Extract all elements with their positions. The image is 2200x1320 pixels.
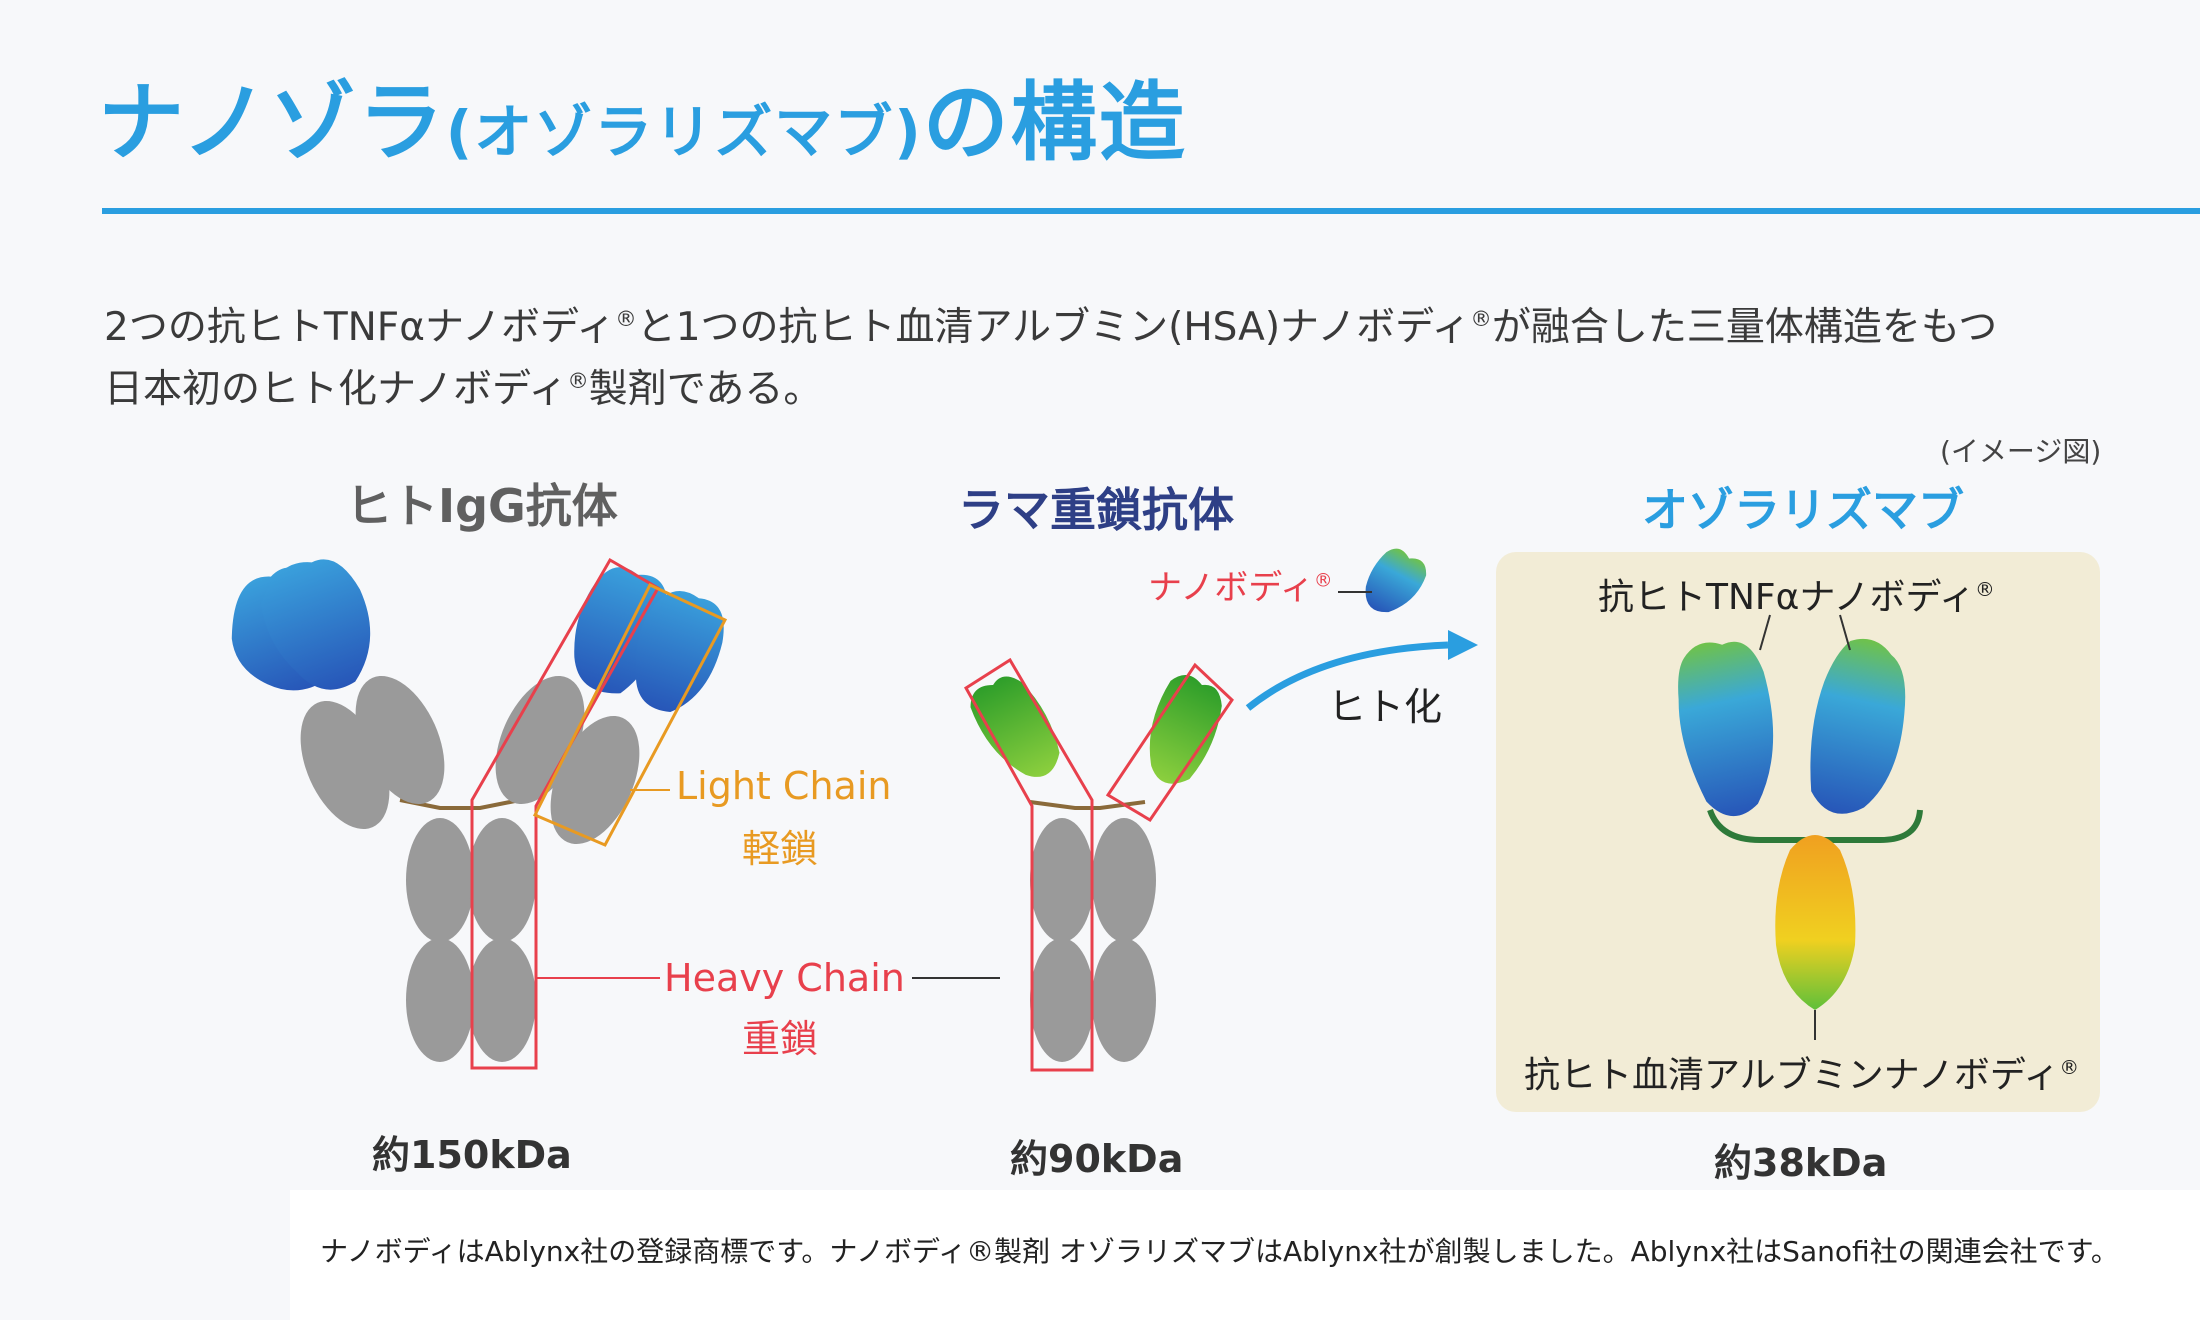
- llama-fc-right-upper: [1092, 818, 1156, 942]
- light-chain-label-ja: 軽鎖: [742, 827, 819, 871]
- heavy-chain-label-ja: 重鎖: [742, 1017, 819, 1061]
- igg-fc-right-upper: [468, 818, 536, 942]
- anti-tnf-nanobody-right: [1810, 638, 1906, 814]
- nanobody-callout: [1245, 548, 1478, 711]
- trademark-footnote: ナノボディはAblynx社の登録商標です。ナノボディ®製剤 オゾラリズマブはAb…: [320, 1235, 2119, 1268]
- anti-hsa-nanobody: [1775, 835, 1856, 1010]
- llama-fc-right-lower: [1092, 938, 1156, 1062]
- humanization-label: ヒト化: [1328, 685, 1443, 729]
- igg-left-heavy-variable: [261, 559, 371, 690]
- image-note: (イメージ図): [1940, 435, 2102, 468]
- igg-fc-left-lower: [406, 938, 474, 1062]
- ozoralizumab-molecular-weight: 約38kDa: [1714, 1141, 1888, 1185]
- nanobody-icon: [1365, 548, 1427, 613]
- human-igg-antibody: [231, 557, 1000, 1070]
- humanization-arrow-head: [1448, 630, 1478, 660]
- title-rule: [102, 208, 2200, 214]
- title-paren: (オゾラリズマブ): [445, 98, 923, 166]
- llama-heavy-chain-outline: [963, 657, 1094, 1072]
- igg-right-light-constant: [550, 715, 640, 845]
- ozoralizumab-linker-top: [1707, 808, 1923, 843]
- tnf-leader-right: [1839, 614, 1851, 651]
- section-title-ozoralizumab: オゾラリズマブ: [1642, 483, 1964, 537]
- anti-tnf-nanobody-left: [1678, 641, 1774, 817]
- footer-box: [290, 1190, 2200, 1320]
- llama-left-vhh: [970, 676, 1060, 777]
- ozoralizumab-structure: [1678, 614, 1923, 1040]
- anti-tnf-nanobody-label: 抗ヒトTNFαナノボディ®: [1598, 577, 1995, 618]
- igg-fc-right-lower: [468, 938, 536, 1062]
- title-suffix: の構造: [922, 73, 1187, 173]
- igg-left-heavy-constant: [355, 675, 445, 805]
- tnf-leader-left: [1759, 614, 1771, 651]
- light-chain-outline: [532, 583, 728, 847]
- title-main: ナノゾラ: [98, 73, 446, 173]
- page-title: ナノゾラ(オゾラリズマブ)の構造: [98, 52, 1187, 177]
- llama-heavy-chain-antibody: [963, 657, 1234, 1072]
- llama-fc-left-upper: [1030, 818, 1094, 942]
- intro-line-2: 日本初のヒト化ナノボディ®製剤である。: [104, 367, 823, 412]
- igg-hinge: [399, 798, 521, 810]
- nanobody-label: ナノボディ®: [1148, 568, 1333, 608]
- llama-molecular-weight: 約90kDa: [1010, 1137, 1184, 1181]
- igg-fc-left-upper: [406, 818, 474, 942]
- heavy-chain-label-en: Heavy Chain: [664, 956, 905, 1000]
- section-title-human-igg: ヒトIgG抗体: [346, 479, 618, 533]
- section-title-llama-heavy-chain: ラマ重鎖抗体: [958, 483, 1234, 537]
- llama-fc-left-lower: [1030, 938, 1094, 1062]
- igg-right-light-variable: [635, 591, 724, 713]
- llama-vhh-outline: [1105, 662, 1234, 823]
- light-chain-label-en: Light Chain: [676, 764, 892, 808]
- igg-molecular-weight: 約150kDa: [372, 1133, 572, 1177]
- anti-hsa-nanobody-label: 抗ヒト血清アルブミンナノボディ®: [1524, 1055, 2080, 1096]
- ozoralizumab-panel: [1496, 552, 2100, 1112]
- intro-line-1: 2つの抗ヒトTNFαナノボディ®と1つの抗ヒト血清アルブミン(HSA)ナノボディ…: [104, 305, 1998, 350]
- llama-right-vhh: [1149, 675, 1222, 784]
- humanization-arrow-shaft: [1245, 641, 1449, 711]
